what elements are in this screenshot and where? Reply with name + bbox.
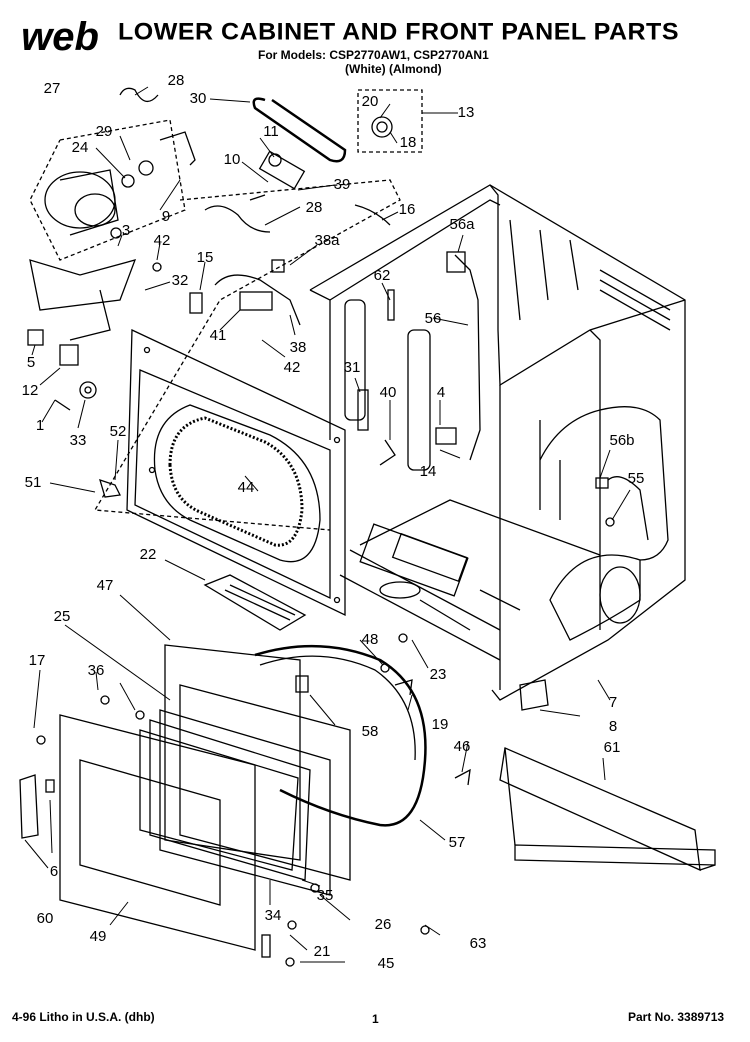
callout-46: 46 [454, 738, 471, 755]
print-info: 4-96 Litho in U.S.A. (dhb) [12, 1010, 155, 1024]
callout-30: 30 [190, 90, 207, 107]
callout-55: 55 [628, 470, 645, 487]
callout-40: 40 [380, 384, 397, 401]
callout-39: 39 [334, 176, 351, 193]
callout-13: 13 [458, 104, 475, 121]
callout-3: 3 [122, 222, 130, 239]
callout-32: 32 [172, 272, 189, 289]
callout-6: 6 [50, 863, 58, 880]
callout-51: 51 [25, 474, 42, 491]
callout-38a: 38a [314, 232, 340, 249]
web-logo: web [21, 18, 99, 56]
callout-49: 49 [90, 928, 107, 945]
callout-62: 62 [374, 267, 391, 284]
callout-8: 8 [609, 718, 617, 735]
callout-12: 12 [22, 382, 39, 399]
callout-60: 60 [37, 910, 54, 927]
callout-15: 15 [197, 249, 214, 266]
callout-47: 47 [97, 577, 114, 594]
callout-23: 23 [430, 666, 447, 683]
models-line: For Models: CSP2770AW1, CSP2770AN1 [258, 48, 489, 62]
callout-45: 45 [378, 955, 395, 972]
callout-52: 52 [110, 423, 127, 440]
callout-18: 18 [400, 134, 417, 151]
callout-56a: 56a [449, 216, 475, 233]
callout-21: 21 [314, 943, 331, 960]
callout-4: 4 [437, 384, 445, 401]
colors-line: (White) (Almond) [345, 62, 442, 76]
page-number: 1 [372, 1012, 379, 1026]
callout-27: 27 [44, 80, 61, 97]
callout-34: 34 [265, 907, 282, 924]
callout-25: 25 [54, 608, 71, 625]
callout-10: 10 [224, 151, 241, 168]
motor-assembly [29, 119, 196, 341]
callout-16: 16 [399, 201, 416, 218]
callout-33: 33 [70, 432, 87, 449]
callout-7: 7 [609, 694, 617, 711]
belt-and-parts [93, 87, 649, 541]
callout-14: 14 [420, 463, 437, 480]
callout-26: 26 [375, 916, 392, 933]
callout-24: 24 [72, 139, 89, 156]
callout-9: 9 [162, 208, 170, 225]
callout-44: 44 [238, 479, 255, 496]
callout-38: 38 [290, 339, 307, 356]
callout-20: 20 [362, 93, 379, 110]
callout-57: 57 [449, 834, 466, 851]
part-number: Part No. 3389713 [628, 1010, 725, 1024]
callout-56: 56 [425, 310, 442, 327]
front-panel [126, 328, 346, 631]
callout-28: 28 [168, 72, 185, 89]
door-assembly [19, 633, 471, 967]
callout-61: 61 [604, 739, 621, 756]
callout-1: 1 [36, 417, 44, 434]
leader-lines [24, 86, 631, 963]
cabinet [309, 184, 686, 701]
callout-5: 5 [27, 354, 35, 371]
left-small-parts [27, 329, 121, 498]
callout-29: 29 [96, 123, 113, 140]
callout-31: 31 [344, 359, 361, 376]
callout-48: 48 [362, 631, 379, 648]
logo-text: web [21, 18, 99, 56]
callout-42: 42 [284, 359, 301, 376]
page-title: LOWER CABINET AND FRONT PANEL PARTS [118, 18, 680, 46]
callout-41: 41 [210, 327, 227, 344]
callout-19: 19 [432, 716, 449, 733]
callout-22: 22 [140, 546, 157, 563]
callout-42: 42 [154, 232, 171, 249]
callout-56b: 56b [609, 432, 634, 449]
kick-panel [499, 679, 716, 872]
callout-63: 63 [470, 935, 487, 952]
callout-11: 11 [263, 123, 279, 140]
callout-36: 36 [88, 662, 105, 679]
callout-28: 28 [306, 199, 323, 216]
callout-35: 35 [317, 887, 334, 904]
callout-58: 58 [362, 723, 379, 740]
callout-17: 17 [29, 652, 46, 669]
